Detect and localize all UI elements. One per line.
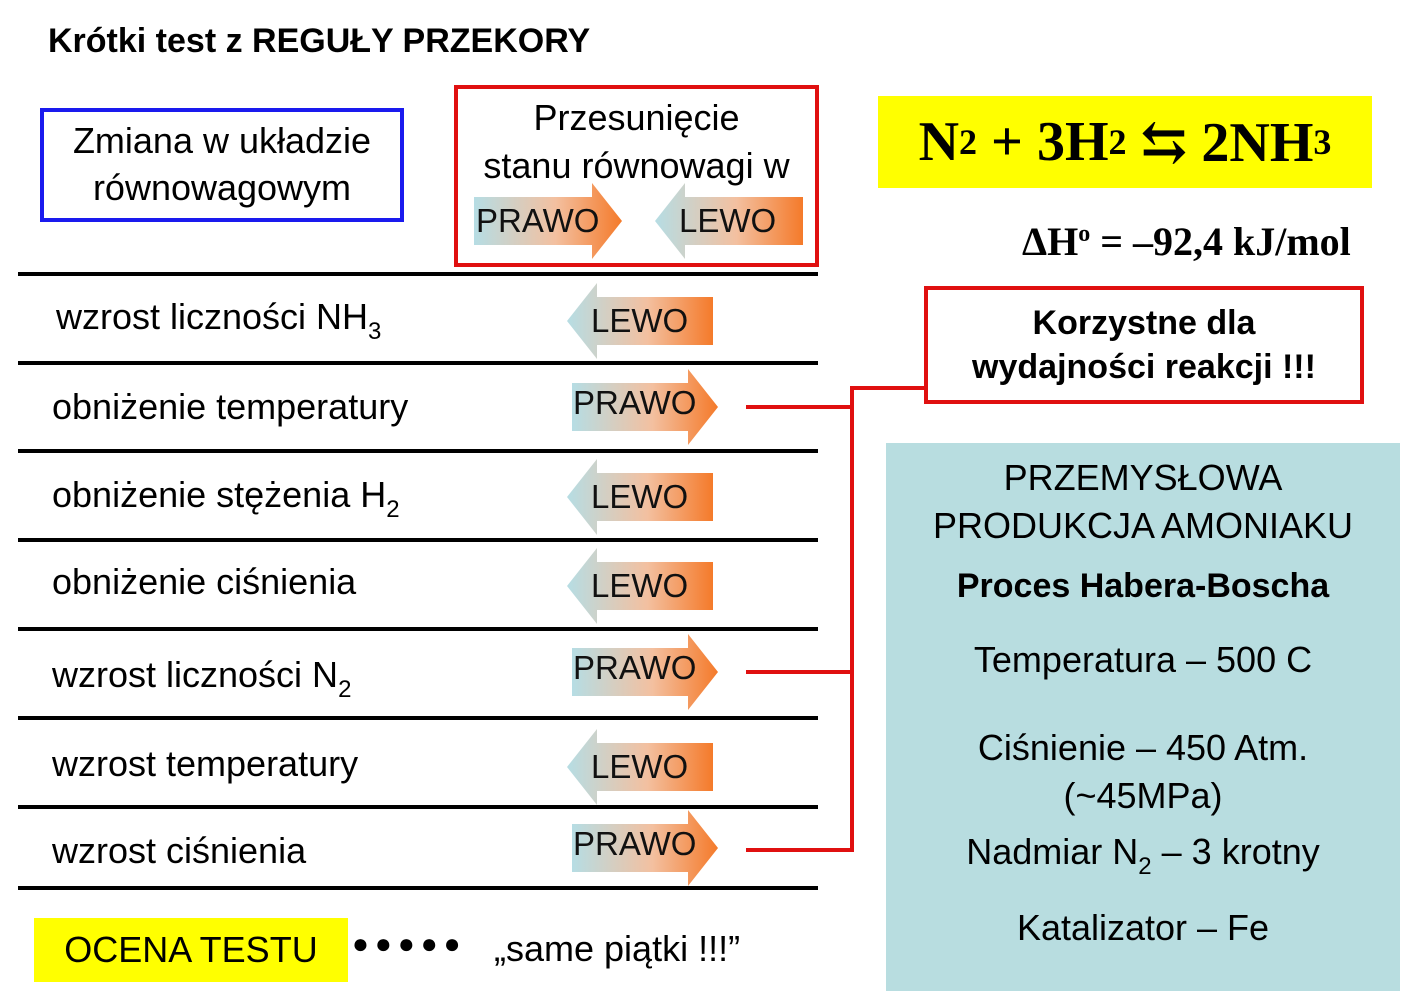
arrow-right-icon: PRAWO xyxy=(572,810,718,886)
panel-heading-2: PRODUKCJA AMONIAKU xyxy=(932,505,1354,546)
reaction-enthalpy: ΔHo = –92,4 kJ/mol xyxy=(1022,219,1351,264)
score-label: OCENA TESTU xyxy=(34,918,348,982)
score-verdict: „same piątki !!!” xyxy=(494,928,741,969)
shift-header-line2: stanu równowagi w xyxy=(483,145,790,186)
arrow-left-icon: LEWO xyxy=(567,729,713,805)
table-row: obniżenie stężenia H2 xyxy=(52,474,400,523)
table-row: obniżenie ciśnienia xyxy=(52,561,357,602)
arrow-left-icon: LEWO xyxy=(567,283,713,359)
temperature-value: Temperatura – 500 C xyxy=(973,639,1313,680)
table-row: wzrost ciśnienia xyxy=(52,830,307,871)
table-divider xyxy=(18,805,818,809)
shift-header-line1: Przesunięcie xyxy=(533,97,740,138)
excess-value: Nadmiar N2 – 3 krotny xyxy=(966,831,1320,880)
table-divider xyxy=(18,886,818,890)
score-dots: ●●●●● xyxy=(352,928,467,959)
header-arrow-left-label: LEWO xyxy=(679,202,777,239)
arrow-left-icon: LEWO xyxy=(567,459,713,535)
catalyst-value: Katalizator – Fe xyxy=(1016,907,1270,948)
industrial-process-panel: PRZEMYSŁOWA PRODUKCJA AMONIAKU Proces Ha… xyxy=(886,443,1400,991)
header-arrow-left-icon: LEWO xyxy=(655,183,803,259)
table-row: wzrost liczności NH3 xyxy=(56,296,382,345)
change-column-header: Zmiana w układzie równowagowym xyxy=(40,108,404,222)
header-arrow-right-label: PRAWO xyxy=(476,202,600,239)
pressure-alt-value: (~45MPa) xyxy=(1063,775,1223,816)
table-row: obniżenie temperatury xyxy=(52,386,409,427)
arrow-left-icon: LEWO xyxy=(567,548,713,624)
header-arrow-right-icon: PRAWO xyxy=(474,183,622,259)
table-row: wzrost liczności N2 xyxy=(52,654,352,703)
favorable-note: Korzystne dla wydajności reakcji !!! xyxy=(924,286,1364,404)
process-name: Proces Habera-Boscha xyxy=(956,567,1330,605)
table-row: wzrost temperatury xyxy=(52,743,359,784)
page-title: Krótki test z REGUŁY PRZEKORY xyxy=(48,22,591,60)
panel-heading-1: PRZEMYSŁOWA xyxy=(1003,457,1283,498)
pressure-value: Ciśnienie – 450 Atm. xyxy=(977,727,1309,768)
table-divider xyxy=(18,449,818,453)
table-divider xyxy=(18,716,818,720)
change-header-line1: Zmiana w układzie xyxy=(72,120,372,162)
table-divider xyxy=(18,272,818,276)
table-divider xyxy=(18,361,818,365)
shift-column-header: Przesunięcie stanu równowagi w xyxy=(454,85,819,267)
arrow-right-icon: PRAWO xyxy=(572,369,718,445)
change-header-line2: równowagowym xyxy=(92,167,352,208)
table-divider xyxy=(18,538,818,542)
arrow-right-icon: PRAWO xyxy=(572,634,718,710)
table-divider xyxy=(18,627,818,631)
